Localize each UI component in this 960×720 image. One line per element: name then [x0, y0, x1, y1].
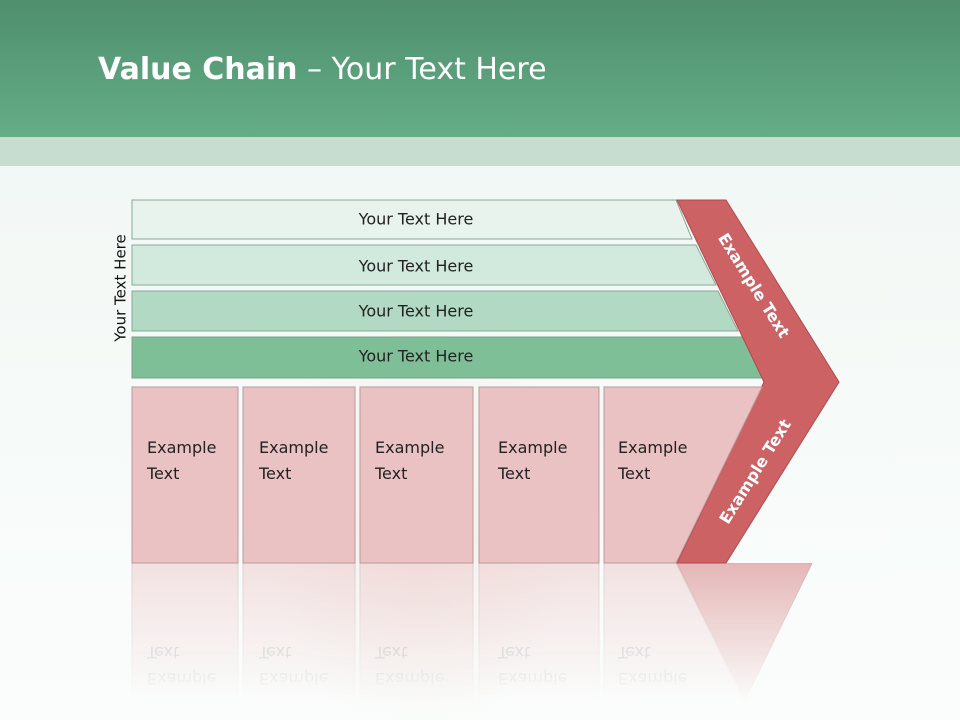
primary-activity-box [359, 386, 474, 564]
support-row-shape [131, 199, 693, 240]
reflection-box [603, 562, 754, 720]
reflection-flipped: Example Text Example Text Example Text E… [131, 562, 813, 720]
primary-activity-4: Example Text [478, 386, 600, 564]
reflection-text: Example [259, 669, 328, 688]
primary-activity-line2: Text [497, 464, 530, 483]
reflection-text: Example [375, 669, 444, 688]
title-bold: Value Chain [98, 52, 298, 87]
support-activities: Your Text Here Your Text Here Your Text … [131, 199, 765, 379]
title-rest: – Your Text Here [297, 52, 547, 87]
primary-activity-1: Example Text [131, 386, 239, 564]
primary-activity-line1: Example [618, 438, 687, 457]
support-row-label: Your Text Here [358, 257, 474, 276]
primary-activity-line1: Example [259, 438, 328, 457]
support-row-label: Your Text Here [358, 302, 474, 321]
primary-activity-line2: Text [374, 464, 407, 483]
primary-activity-5: Example Text [603, 386, 763, 564]
reflection: Example Text Example Text Example Text E… [131, 562, 813, 720]
primary-activity-line1: Example [147, 438, 216, 457]
reflection-text: Example [618, 669, 687, 688]
primary-activity-line1: Example [375, 438, 444, 457]
side-label: Your Text Here [112, 234, 130, 342]
primary-activities: Example Text Example Text Example Text E… [131, 386, 763, 564]
reflection-text: Example [147, 669, 216, 688]
header-band [0, 137, 960, 166]
support-row-shape [131, 244, 717, 286]
slide-title: Value Chain – Your Text Here [98, 52, 547, 87]
primary-activity-box [478, 386, 600, 564]
support-row-label: Your Text Here [358, 347, 474, 366]
reflection-box [242, 562, 356, 720]
reflection-box [359, 562, 474, 720]
reflection-text: Text [374, 643, 407, 662]
reflection-text: Text [146, 643, 179, 662]
support-row-1: Your Text Here [131, 199, 693, 240]
primary-activity-2: Example Text [242, 386, 356, 564]
support-row-2: Your Text Here [131, 244, 717, 286]
reflection-box [131, 562, 239, 720]
primary-activity-3: Example Text [359, 386, 474, 564]
reflection-text: Text [258, 643, 291, 662]
header-bar [0, 0, 960, 137]
primary-activity-line2: Text [258, 464, 291, 483]
reflection-text: Example [498, 669, 567, 688]
reflection-box [478, 562, 600, 720]
support-row-label: Your Text Here [358, 210, 474, 229]
support-row-4: Your Text Here [131, 336, 765, 379]
support-row-shape [131, 290, 739, 332]
primary-activity-line1: Example [498, 438, 567, 457]
primary-activity-line2: Text [617, 464, 650, 483]
reflection-text: Text [617, 643, 650, 662]
primary-activity-box [242, 386, 356, 564]
reflection-text: Text [497, 643, 530, 662]
reflection-margin [676, 562, 813, 720]
support-row-3: Your Text Here [131, 290, 739, 332]
primary-activity-line2: Text [146, 464, 179, 483]
